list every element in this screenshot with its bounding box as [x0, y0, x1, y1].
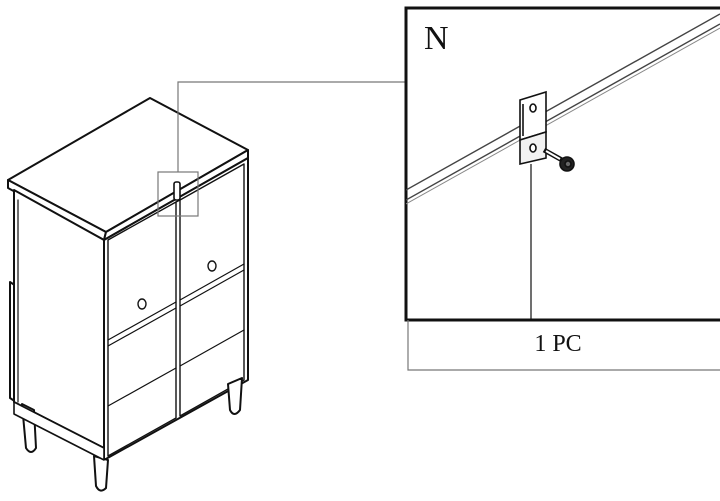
quantity-label: 1 PC [534, 331, 582, 357]
metal-bracket [519, 90, 547, 166]
screw [542, 147, 575, 172]
callout-leader [157, 81, 406, 217]
cabinet-illustration [7, 97, 249, 492]
door-knob-right [207, 260, 217, 272]
part-letter-label: N [424, 20, 449, 57]
door-knob-left [137, 298, 147, 310]
cabinet-front-doors [103, 157, 249, 461]
bracket-mini [173, 181, 181, 201]
detail-panel [404, 6, 720, 322]
quantity-box [407, 320, 720, 371]
